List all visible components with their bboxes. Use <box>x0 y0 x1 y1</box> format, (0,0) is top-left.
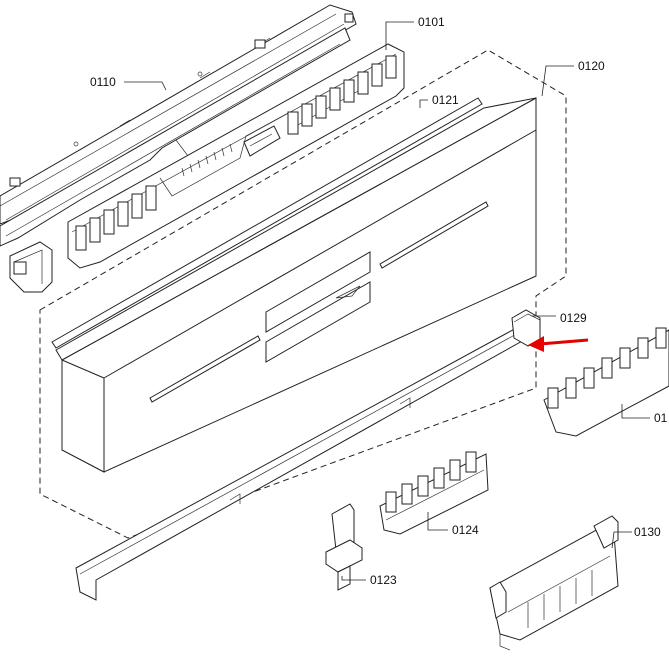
part-left-bracket <box>9 241 53 293</box>
callout-0124: 0124 <box>452 523 479 537</box>
part-0130-holder <box>489 515 619 651</box>
part-right-edge-keyblock <box>543 327 669 437</box>
callout-0130: 0130 <box>634 525 661 539</box>
part-0124-keyblock <box>379 451 489 535</box>
callout-0121: 0121 <box>432 93 459 107</box>
callout-0101: 0101 <box>418 15 445 29</box>
callout-0110: 0110 <box>90 75 116 89</box>
highlight-arrow <box>528 336 589 352</box>
callout-0120: 0120 <box>578 59 605 73</box>
part-0123-pushrod <box>325 503 363 591</box>
part-0110-rail <box>0 4 357 247</box>
group-0120-boundary <box>39 49 567 539</box>
callout-01-partial: 01 <box>654 411 668 425</box>
part-0101-control-board <box>67 43 405 269</box>
leader-lines <box>124 21 650 581</box>
left-key-block <box>75 185 157 251</box>
callout-0123: 0123 <box>370 573 397 587</box>
callout-0129: 0129 <box>560 311 587 325</box>
part-front-panel <box>55 97 537 473</box>
right-key-block <box>287 55 397 135</box>
